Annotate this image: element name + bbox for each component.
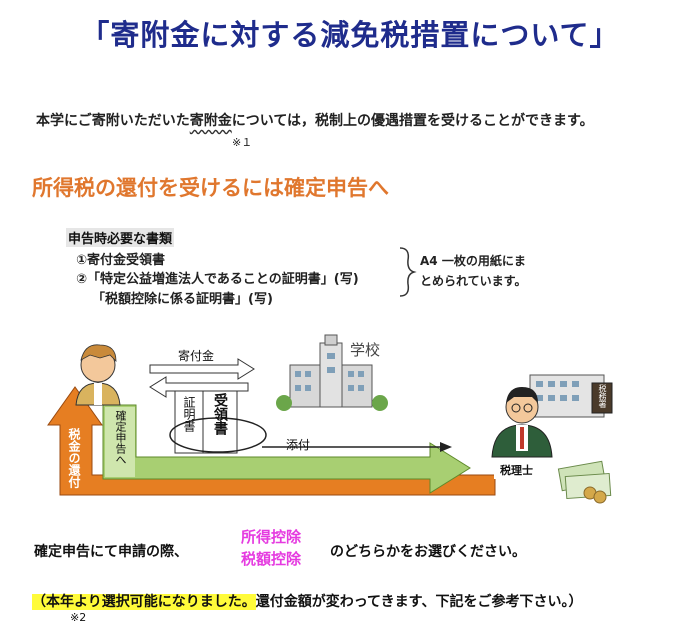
attach-label: 添付 <box>286 438 311 452</box>
tax-office-building-icon <box>529 374 613 418</box>
refund-flow-diagram <box>47 334 613 504</box>
notice-rest: 還付金額が変わってきます、下記をご参考下さい。） <box>255 594 583 610</box>
certificate-label: 証明書 <box>182 396 196 432</box>
intro-emph: 寄附金 <box>189 113 232 129</box>
accountant-label: 税理士 <box>500 464 533 477</box>
document-item: ②「特定公益増進法人であることの証明書」(写) <box>76 272 359 287</box>
donor-person-icon <box>75 344 121 406</box>
brace-icon <box>399 247 417 297</box>
school-building-icon <box>276 334 388 411</box>
section-heading: 所得税の還付を受けるには確定申告へ <box>32 176 389 200</box>
documents-header: 申告時必要な書類 <box>66 228 175 247</box>
school-label: 学校 <box>350 341 381 359</box>
intro-before: 本学にご寄附いただいた <box>36 113 190 129</box>
document-circle <box>169 417 267 453</box>
footnote-mark-1: ※１ <box>232 136 253 149</box>
donation-label: 寄付金 <box>178 349 215 363</box>
documents-note-line2: とめられています。 <box>420 274 527 288</box>
page-title: 「寄附金に対する減免税措置について」 <box>80 18 620 52</box>
money-icon <box>557 460 612 504</box>
choice-prefix: 確定申告にて申請の際、 <box>34 544 188 560</box>
certificate-document <box>174 390 238 454</box>
footnote-mark-2: ※2 <box>70 611 87 624</box>
refund-arrow <box>47 386 496 496</box>
notice-line: （本年より選択可能になりました。還付金額が変わってきます、下記をご参考下さい。） <box>32 591 583 611</box>
declaration-arrow <box>102 404 471 494</box>
accountant-person-icon <box>491 387 553 458</box>
notice-highlight: （本年より選択可能になりました。 <box>32 594 256 610</box>
intro-text: 本学にご寄附いただいた寄附金については，税制上の優遇措置を受けることができます。 <box>36 110 594 130</box>
intro-after: については，税制上の優遇措置を受けることができます。 <box>231 113 594 129</box>
tax-office-sign: 税務署 <box>598 384 607 408</box>
documents-note-line1: A4 一枚の用紙にま <box>420 254 526 268</box>
choice-suffix: のどちらかをお選びください。 <box>330 544 526 560</box>
document-item: ①寄付金受領書 <box>76 253 166 268</box>
donation-arrow <box>149 358 255 380</box>
declare-label: 確定申告へ <box>114 410 127 465</box>
choice-income-deduction: 所得控除 <box>241 528 302 546</box>
document-item: 「税額控除に係る証明書」(写) <box>92 292 273 307</box>
choice-tax-credit: 税額控除 <box>241 550 302 568</box>
refund-label: 税金の還付 <box>67 428 81 488</box>
documents-note: A4 一枚の用紙にま とめられています。 <box>420 251 552 291</box>
receipt-label: 受領書 <box>212 393 228 435</box>
